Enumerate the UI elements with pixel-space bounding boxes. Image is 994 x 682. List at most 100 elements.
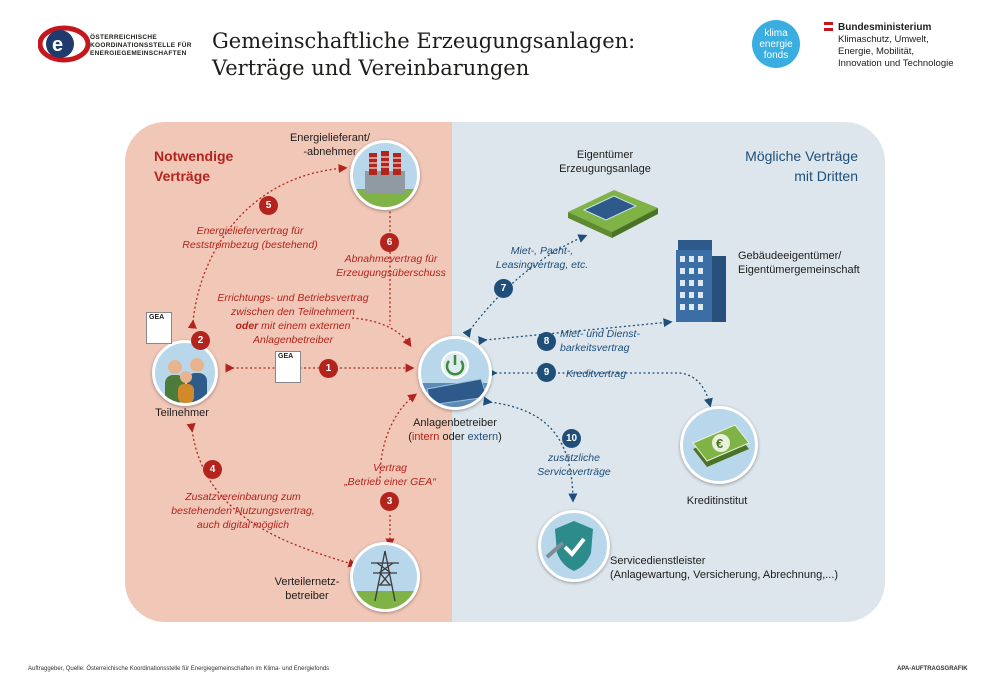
klima-fonds-logo-icon: klima energie fonds bbox=[752, 20, 800, 68]
contract-4-label: Zusatzvereinbarung zum bestehenden Nutzu… bbox=[158, 490, 328, 532]
service-label: Servicedienstleister (Anlagewartung, Ver… bbox=[610, 554, 838, 582]
operator-label: Anlagenbetreiber (intern oder extern) bbox=[385, 416, 525, 444]
banknote-icon: € bbox=[692, 424, 750, 467]
service-node bbox=[538, 510, 610, 582]
contract-badge-5: 5 bbox=[259, 196, 278, 215]
service-label-line: Servicedienstleister bbox=[610, 555, 706, 567]
contract-1-line: Anlagenbetreiber bbox=[253, 334, 333, 346]
footer-source: Auftraggeber, Quelle: Österreichische Ko… bbox=[28, 666, 330, 672]
section-heading-line: Notwendige bbox=[154, 148, 234, 164]
contract-8-label: Miet- und Dienst- barkeitsvertrag bbox=[560, 327, 640, 355]
contract-badge-2: 2 bbox=[191, 331, 210, 350]
svg-text:e: e bbox=[52, 34, 63, 56]
title-line-2: Verträge und Vereinbarungen bbox=[212, 56, 530, 80]
building-owner-line: Eigentümergemeinschaft bbox=[738, 264, 860, 276]
contract-badge-3: 3 bbox=[380, 492, 399, 511]
operator-extern: extern bbox=[467, 431, 499, 443]
contract-badge-1: 1 bbox=[319, 359, 338, 378]
contract-badge-9: 9 bbox=[537, 363, 556, 382]
power-solar-icon bbox=[421, 351, 489, 407]
contract-3-line: Vertrag bbox=[372, 462, 408, 474]
org-logo-line: ENERGIEGEMEINSCHAFTEN bbox=[90, 50, 187, 57]
contract-5-line: Energieliefervertrag für bbox=[196, 225, 304, 237]
contract-badge-4: 4 bbox=[203, 460, 222, 479]
contract-4-line: auch digital möglich bbox=[196, 519, 290, 531]
shield-check-icon bbox=[545, 521, 593, 571]
ministry-text: Bundesministerium Klimaschutz, Umwelt, E… bbox=[838, 22, 954, 70]
title-line-1: Gemeinschaftliche Erzeugungsanlagen: bbox=[212, 29, 636, 53]
supplier-label-line: Energielieferant/ bbox=[289, 132, 371, 144]
document-label: GEA bbox=[149, 314, 165, 321]
ministry-line: Innovation und Technologie bbox=[838, 58, 954, 69]
ministry-line: Energie, Mobilität, bbox=[838, 46, 915, 57]
plant-owner-line: Eigentümer bbox=[576, 149, 634, 161]
contract-7-line: Leasingvertrag, etc. bbox=[495, 259, 589, 271]
contract-badge-8: 8 bbox=[537, 332, 556, 351]
contract-8-line: barkeitsvertrag bbox=[560, 342, 630, 354]
contract-10-label: zusätzliche Serviceverträge bbox=[524, 451, 624, 479]
svg-text:€: € bbox=[716, 436, 723, 451]
section-heading-line: Mögliche Verträge bbox=[745, 148, 858, 164]
contract-6-line: Abnahmevertrag für bbox=[344, 253, 438, 265]
contract-7-label: Miet-, Pacht-, Leasingvertrag, etc. bbox=[487, 244, 597, 272]
ministry-line: Klimaschutz, Umwelt, bbox=[838, 34, 929, 45]
participants-node bbox=[152, 340, 218, 406]
grid-operator-label: Verteilernetz- betreiber bbox=[262, 575, 352, 603]
contract-3-line: „Betrieb einer GEA“ bbox=[344, 476, 436, 488]
section-heading-required: Notwendige Verträge bbox=[154, 146, 233, 186]
contract-5-label: Energieliefervertrag für Reststrombezug … bbox=[160, 224, 340, 252]
contract-badge-10: 10 bbox=[562, 429, 581, 448]
footer-credit: APA-AUFTRAGSGRAFIK bbox=[897, 666, 968, 672]
contract-10-line: Serviceverträge bbox=[537, 466, 611, 478]
document-label: GEA bbox=[278, 353, 294, 360]
building-icon bbox=[668, 232, 732, 324]
klima-logo-line: energie bbox=[759, 39, 793, 50]
operator-intern: intern bbox=[411, 431, 440, 443]
logo-e-icon: e bbox=[37, 25, 91, 63]
ministry-name: Bundesministerium bbox=[838, 22, 932, 33]
section-heading-line: mit Dritten bbox=[794, 168, 858, 184]
supplier-label-line: -abnehmer bbox=[303, 146, 357, 158]
section-heading-line: Verträge bbox=[154, 168, 211, 184]
contract-10-line: zusätzliche bbox=[548, 452, 600, 464]
contract-1-line: Errichtungs- und Betriebsvertrag bbox=[217, 292, 369, 304]
contract-1-line: zwischen den Teilnehmern bbox=[231, 306, 355, 318]
contract-7-line: Miet-, Pacht-, bbox=[510, 245, 574, 257]
org-logo-text: ÖSTERREICHISCHE KOORDINATIONSSTELLE FÜR … bbox=[90, 34, 192, 58]
contract-9-label: Kreditvertrag bbox=[566, 368, 627, 380]
bank-label: Kreditinstitut bbox=[686, 495, 748, 507]
contract-6-line: Erzeugungsüberschuss bbox=[336, 267, 446, 279]
grid-label-line: Verteilernetz- bbox=[274, 576, 340, 588]
operator-node bbox=[418, 336, 492, 410]
building-owner-label: Gebäudeeigentümer/ Eigentümergemeinschaf… bbox=[738, 249, 860, 277]
bank-node: € bbox=[680, 406, 758, 484]
operator-or: oder bbox=[439, 431, 468, 443]
contract-1-text: mit einem externen bbox=[258, 320, 351, 332]
grid-operator-node bbox=[350, 542, 420, 612]
contract-8-line: Miet- und Dienst- bbox=[560, 328, 640, 340]
service-label-line: (Anlagewartung, Versicherung, Abrechnung… bbox=[610, 569, 839, 581]
operator-label-line: Anlagenbetreiber bbox=[413, 417, 497, 429]
operator-paren: ) bbox=[498, 431, 502, 443]
contract-1-or: oder bbox=[235, 320, 259, 332]
people-icon bbox=[165, 358, 207, 403]
contract-badge-6: 6 bbox=[380, 233, 399, 252]
org-logo: e bbox=[37, 24, 91, 64]
contract-6-label: Abnahmevertrag für Erzeugungsüberschuss bbox=[326, 252, 456, 280]
contract-1-label: Errichtungs- und Betriebsvertrag zwische… bbox=[204, 291, 382, 347]
transformer-node bbox=[350, 140, 420, 210]
contract-4-line: bestehenden Nutzungsvertrag, bbox=[171, 505, 315, 517]
contract-1-line: oder mit einem externen bbox=[204, 319, 382, 333]
contract-3-label: Vertrag „Betrieb einer GEA“ bbox=[330, 461, 450, 489]
document-icon: GEA bbox=[275, 351, 301, 383]
austria-flag-icon bbox=[824, 22, 833, 31]
klima-logo-line: fonds bbox=[763, 50, 789, 61]
supplier-label: Energielieferant/ -abnehmer bbox=[270, 131, 390, 159]
plant-owner-label: Eigentümer Erzeugungsanlage bbox=[545, 148, 665, 176]
contract-5-line: Reststrombezug (bestehend) bbox=[182, 239, 318, 251]
section-heading-optional: Mögliche Verträge mit Dritten bbox=[680, 146, 858, 186]
plant-owner-line: Erzeugungsanlage bbox=[559, 163, 651, 175]
participants-label: Teilnehmer bbox=[155, 407, 209, 419]
operator-paren: ( bbox=[408, 431, 412, 443]
